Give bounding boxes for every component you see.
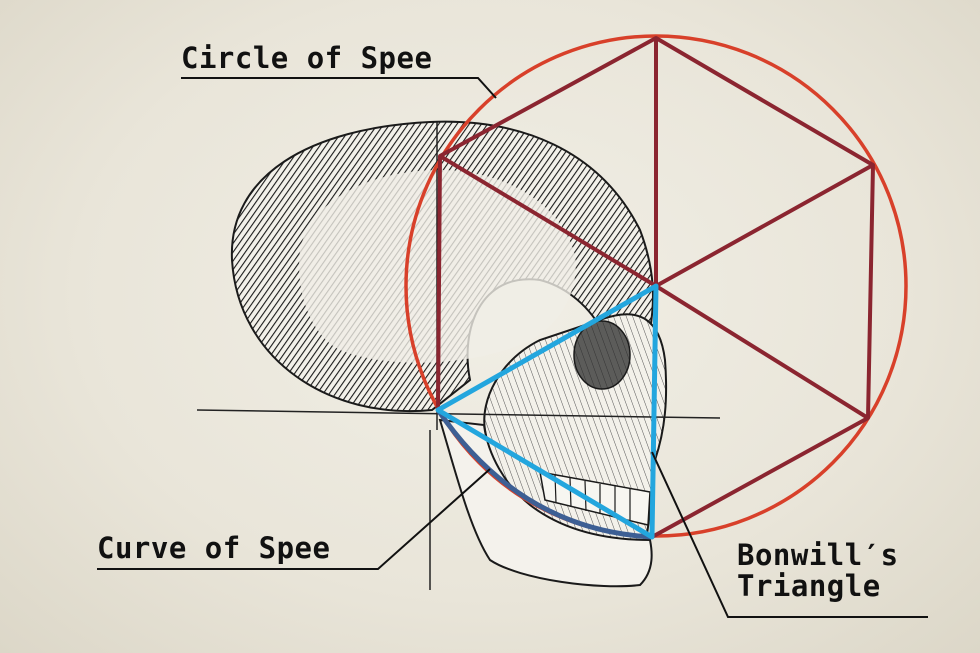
label-bonwills-triangle: Bonwill′s Triangle bbox=[737, 540, 899, 602]
horizontal-reference-line bbox=[196, 409, 721, 419]
curve-label-leader bbox=[97, 468, 491, 570]
label-curve-of-spee: Curve of Spee bbox=[97, 531, 331, 565]
label-circle-of-spee: Circle of Spee bbox=[181, 41, 433, 75]
eye-socket bbox=[573, 320, 631, 390]
label-bonwill-line2: Triangle bbox=[737, 569, 881, 603]
curve-of-spee bbox=[435, 408, 653, 540]
bonwill-label-leader bbox=[651, 451, 928, 618]
label-bonwill-line1: Bonwill′s bbox=[737, 538, 899, 572]
skull-illustration bbox=[230, 120, 668, 588]
bonwills-triangle bbox=[435, 283, 659, 540]
circle-label-leader bbox=[181, 77, 497, 99]
